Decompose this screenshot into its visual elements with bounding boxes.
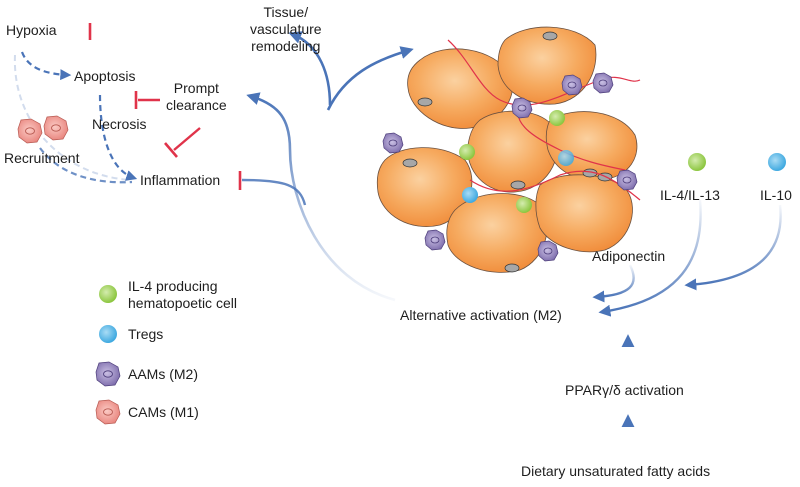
inhibit-clearance-inflammation	[173, 127, 201, 151]
label-prompt-clearance: Prompt clearance	[166, 80, 227, 113]
legend-aams: AAMs (M2)	[128, 366, 198, 382]
arrow-apoptosis-inflammation	[98, 94, 138, 181]
cam-cell	[43, 115, 69, 141]
treg-cell	[558, 150, 574, 166]
legend-purple-macrophage-icon	[95, 361, 121, 387]
adipocyte	[376, 147, 473, 227]
il4-il13-cell-icon	[688, 153, 706, 171]
label-ppar-activation: PPARγ/δ activation	[565, 382, 684, 398]
capillary	[447, 39, 641, 106]
aam-cell	[382, 132, 404, 154]
il10-cell-icon	[768, 153, 786, 171]
nucleus	[504, 263, 520, 273]
adipocyte	[467, 110, 558, 193]
label-recruitment: Recruitment	[4, 150, 80, 166]
nucleus	[542, 31, 558, 41]
aam-cell	[424, 229, 446, 251]
label-hypoxia: Hypoxia	[6, 22, 57, 38]
adipocyte	[446, 193, 548, 273]
label-tissue-remodeling: Tissue/ vasculature remodeling	[250, 4, 322, 54]
aam-cell	[616, 169, 638, 191]
label-apoptosis: Apoptosis	[74, 68, 136, 84]
arrow-il10-m2	[684, 204, 782, 291]
il4-cell	[549, 110, 565, 126]
capillary	[469, 170, 641, 201]
legend-red-macrophage-icon	[95, 399, 121, 425]
label-il10: IL-10	[760, 187, 792, 203]
treg-cell	[462, 187, 478, 203]
il4-cell	[516, 197, 532, 213]
il4-cell	[459, 144, 475, 160]
label-adiponectin: Adiponectin	[592, 248, 666, 264]
label-il4-il13: IL-4/IL-13	[660, 187, 720, 203]
nucleus	[402, 158, 418, 168]
arrow-adiponectin-m2	[592, 264, 635, 303]
aam-cell	[511, 97, 533, 119]
arrow-m2-tissue-remodeling	[288, 31, 332, 106]
aam-cell	[537, 240, 559, 262]
label-inflammation: Inflammation	[140, 172, 221, 188]
aam-cell	[592, 72, 614, 94]
arrow-recruitment-inflammation	[39, 147, 133, 184]
nucleus	[417, 97, 433, 107]
adipose-tissue-cluster	[376, 26, 641, 273]
inhibit-bar-inflammation-top	[164, 142, 178, 158]
aam-cell	[561, 74, 583, 96]
label-necrosis: Necrosis	[92, 116, 147, 132]
capillary	[517, 104, 626, 171]
legend-blue-cell-icon	[99, 325, 117, 343]
legend-cams: CAMs (M1)	[128, 404, 199, 420]
arrow-hypoxia-apoptosis	[20, 51, 72, 81]
legend-green-cell-icon	[99, 285, 117, 303]
adipocyte	[535, 174, 633, 253]
legend-tregs: Tregs	[128, 326, 164, 342]
inhibit-m2-inflammation	[241, 178, 307, 206]
legend-il4-producing-cell: IL-4 producing hematopoetic cell	[128, 278, 237, 311]
arrow-il4-m2	[598, 199, 702, 317]
arrow-m2-adipose	[326, 46, 414, 111]
arrow-hypoxia-inflammation	[13, 54, 131, 181]
label-alternative-activation: Alternative activation (M2)	[400, 307, 562, 323]
arrow-m2-prompt-clearance	[246, 92, 396, 302]
cam-cell	[17, 118, 43, 144]
nucleus	[510, 180, 526, 190]
label-dietary-fatty-acids: Dietary unsaturated fatty acids	[521, 463, 711, 479]
